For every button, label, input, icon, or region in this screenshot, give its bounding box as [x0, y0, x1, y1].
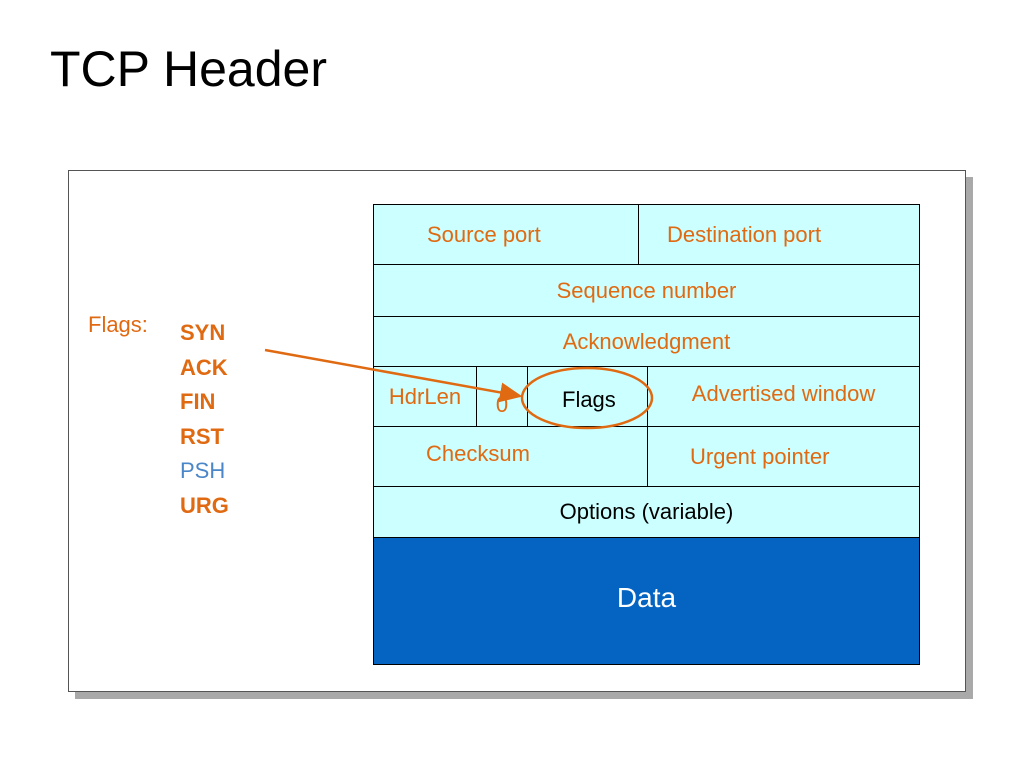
flag-syn: SYN [180, 320, 226, 345]
field-advertised-window: Advertised window [647, 366, 920, 427]
field-source-port: Source port [373, 204, 639, 265]
field-acknowledgment: Acknowledgment [373, 316, 920, 367]
field-hdrlen: HdrLen [373, 366, 477, 427]
flag-rst: RST [180, 423, 224, 449]
field-reserved: 0 [476, 366, 528, 427]
flag-list: SYN ACK FIN RST PSH URG [180, 316, 229, 523]
field-destination-port: Destination port [638, 204, 920, 265]
flags-label: Flags: [88, 312, 148, 337]
field-urgent-pointer: Urgent pointer [647, 426, 920, 487]
field-data: Data [373, 537, 920, 665]
field-sequence-number: Sequence number [373, 264, 920, 317]
slide-title: TCP Header [50, 41, 327, 97]
flag-psh: PSH [180, 458, 226, 483]
field-checksum: Checksum [373, 426, 648, 487]
field-flags: Flags [527, 366, 648, 427]
flag-urg: URG [180, 492, 229, 518]
field-options: Options (variable) [373, 486, 920, 538]
flag-ack: ACK [180, 354, 228, 380]
flag-fin: FIN [180, 389, 216, 414]
